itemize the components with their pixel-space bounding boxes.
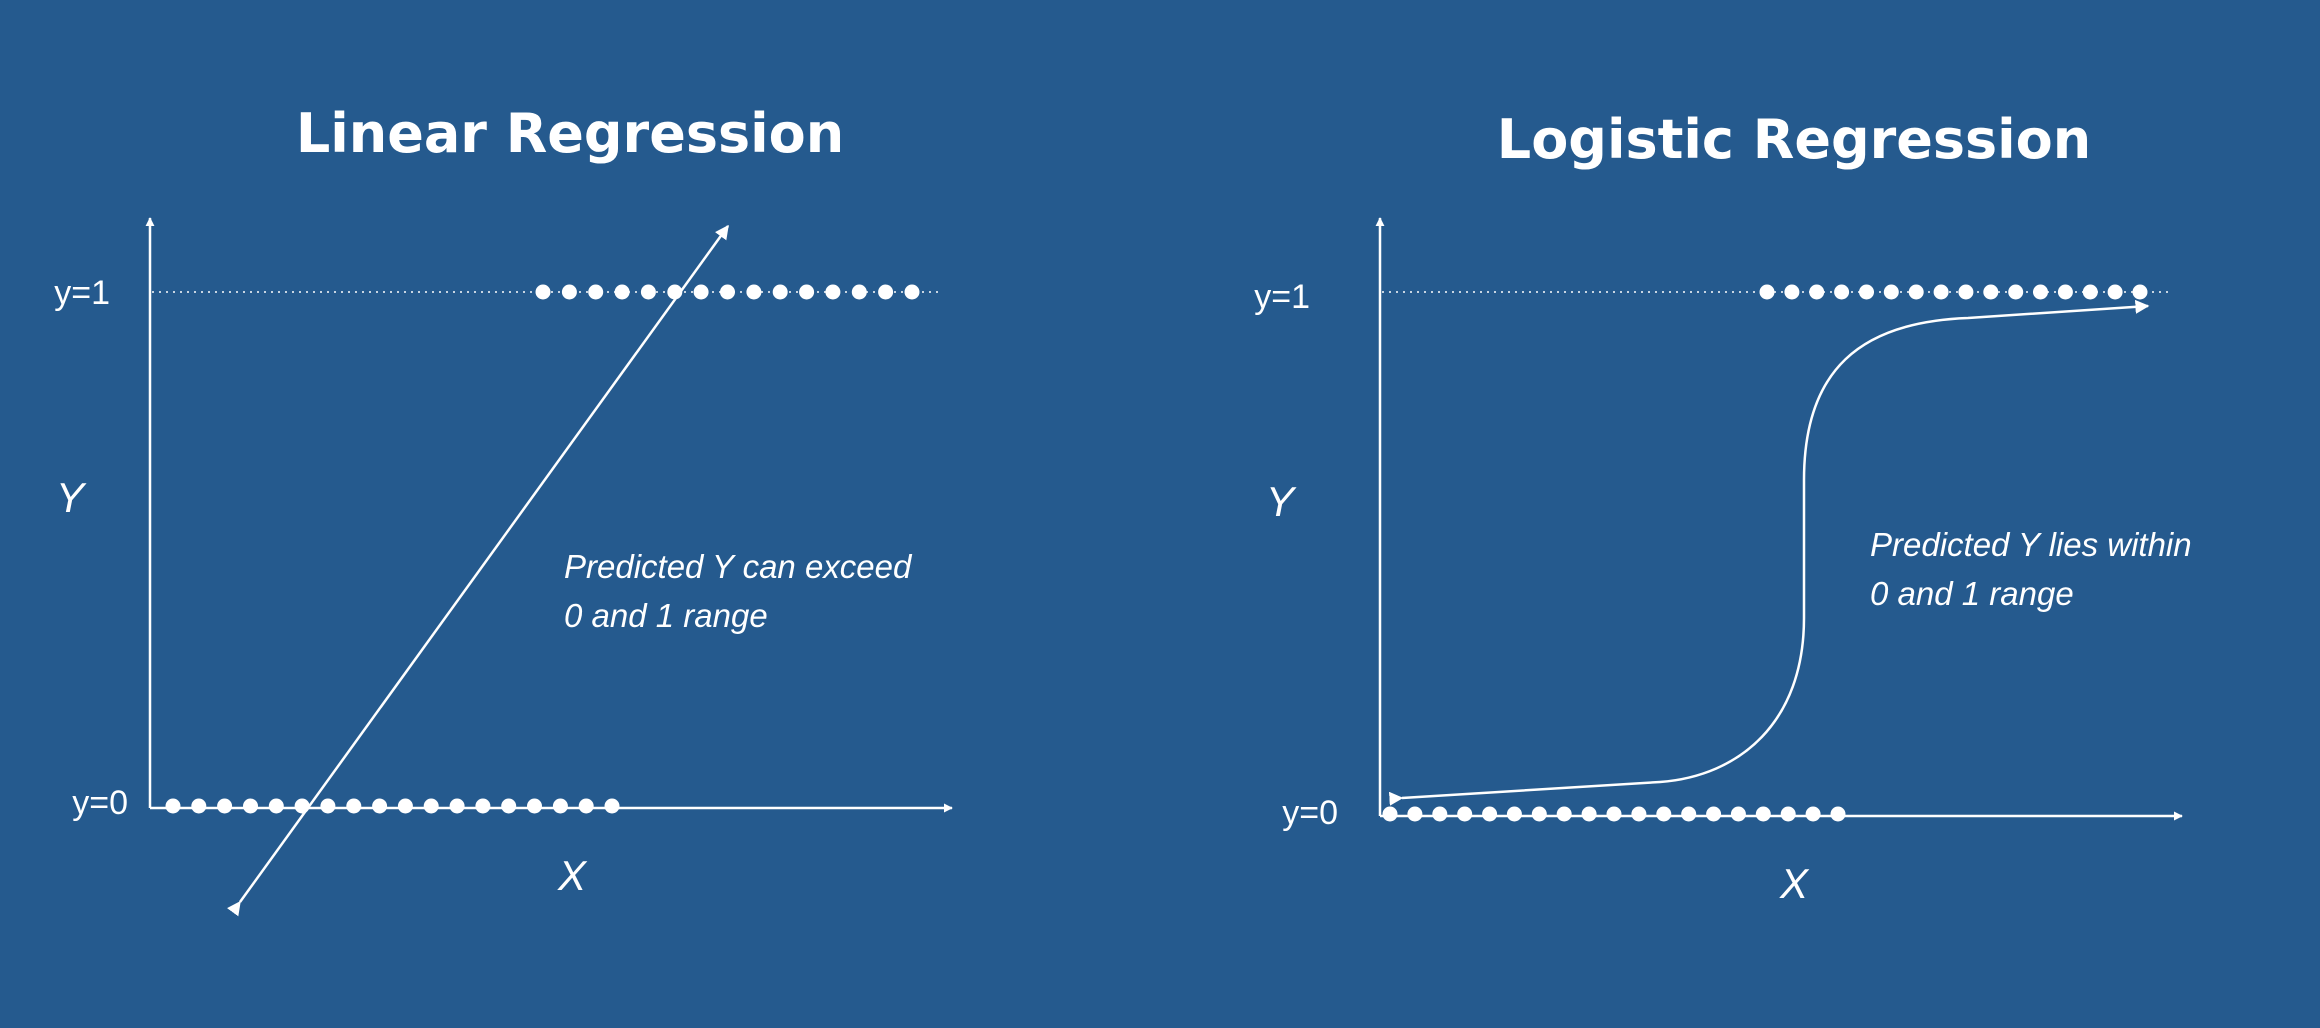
linear-dot-y1 xyxy=(588,284,604,300)
linear-dot-y0 xyxy=(475,798,491,814)
logistic-dot-y0 xyxy=(1556,806,1572,822)
logistic-sigmoid-curve xyxy=(1388,299,2150,806)
linear-dot-y0 xyxy=(294,798,310,814)
linear-dot-y0 xyxy=(501,798,517,814)
logistic-note-line2: 0 and 1 range xyxy=(1870,575,2074,612)
linear-dot-y1 xyxy=(614,284,630,300)
linear-dot-y1 xyxy=(878,284,894,300)
linear-panel: Linear Regression y=1 y=0 Y X Predicted … xyxy=(54,102,953,917)
logistic-dot-y1 xyxy=(1759,284,1775,300)
logistic-dot-y1 xyxy=(1784,284,1800,300)
linear-note-line1: Predicted Y can exceed xyxy=(564,548,913,585)
linear-dot-y1 xyxy=(772,284,788,300)
logistic-dot-y0 xyxy=(1780,806,1796,822)
linear-dot-y0 xyxy=(527,798,542,814)
linear-dot-y1 xyxy=(693,284,709,300)
logistic-dot-y0 xyxy=(1531,806,1547,822)
linear-dot-y0 xyxy=(604,798,620,814)
logistic-y1-label: y=1 xyxy=(1254,278,1310,316)
logistic-dot-y0 xyxy=(1382,806,1398,822)
logistic-dot-y1 xyxy=(2008,284,2024,300)
logistic-dot-y1 xyxy=(1933,284,1949,300)
linear-x-axis-label: X xyxy=(557,852,588,899)
logistic-panel: Logistic Regression y=1 y=0 Y X Predicte… xyxy=(1254,108,2191,907)
linear-dot-y0 xyxy=(165,798,181,814)
logistic-dot-y1 xyxy=(1908,284,1924,300)
logistic-dot-y1 xyxy=(1983,284,1999,300)
logistic-dot-y0 xyxy=(1755,806,1771,822)
logistic-dot-y1 xyxy=(2057,284,2073,300)
logistic-y0-label: y=0 xyxy=(1282,794,1338,832)
linear-dot-y0 xyxy=(449,798,465,814)
linear-dot-y1 xyxy=(640,284,656,300)
linear-dot-y1 xyxy=(535,284,551,300)
logistic-dot-y0 xyxy=(1730,806,1746,822)
linear-dot-y1 xyxy=(746,284,762,300)
logistic-dot-y1 xyxy=(1809,284,1825,300)
linear-note-line2: 0 and 1 range xyxy=(564,597,768,634)
linear-dots-y0 xyxy=(165,798,620,814)
logistic-dot-y1 xyxy=(1958,284,1974,300)
linear-dot-y0 xyxy=(268,798,284,814)
logistic-note-line1: Predicted Y lies within xyxy=(1870,526,2192,563)
logistic-dot-y0 xyxy=(1606,806,1622,822)
logistic-dot-y1 xyxy=(1883,284,1899,300)
logistic-dot-y0 xyxy=(1432,806,1448,822)
linear-dot-y1 xyxy=(904,284,920,300)
linear-dot-y1 xyxy=(799,284,815,300)
linear-dot-y0 xyxy=(552,798,568,814)
linear-dot-y0 xyxy=(243,798,258,814)
logistic-dot-y0 xyxy=(1706,806,1722,822)
linear-dot-y0 xyxy=(397,798,413,814)
logistic-dot-y0 xyxy=(1681,806,1697,822)
logistic-dot-y0 xyxy=(1457,806,1473,822)
logistic-x-axis-label: X xyxy=(1779,860,1810,907)
logistic-dot-y1 xyxy=(1859,284,1874,300)
logistic-dot-y0 xyxy=(1805,806,1821,822)
logistic-dot-y0 xyxy=(1830,806,1846,822)
linear-dot-y0 xyxy=(320,798,336,814)
logistic-dot-y0 xyxy=(1631,806,1647,822)
linear-title: Linear Regression xyxy=(296,102,844,165)
linear-dot-y0 xyxy=(578,798,594,814)
linear-dot-y1 xyxy=(851,284,867,300)
logistic-dot-y1 xyxy=(2107,284,2123,300)
linear-dot-y0 xyxy=(217,798,233,814)
logistic-y-axis-label: Y xyxy=(1266,478,1297,525)
linear-dot-y0 xyxy=(346,798,362,814)
linear-dot-y1 xyxy=(825,284,841,300)
linear-y1-label: y=1 xyxy=(54,274,110,312)
linear-y-axis-label: Y xyxy=(56,474,87,521)
logistic-dot-y1 xyxy=(2132,284,2148,300)
logistic-dot-y1 xyxy=(1834,284,1850,300)
logistic-dots-y1 xyxy=(1759,284,2148,300)
logistic-dot-y0 xyxy=(1506,806,1522,822)
linear-regression-line xyxy=(226,224,730,917)
linear-dots-y1 xyxy=(535,284,920,300)
logistic-dot-y0 xyxy=(1581,806,1597,822)
logistic-dot-y1 xyxy=(2082,284,2098,300)
logistic-dot-y1 xyxy=(2033,284,2048,300)
logistic-dot-y0 xyxy=(1656,806,1672,822)
logistic-title: Logistic Regression xyxy=(1497,108,2091,171)
linear-dot-y1 xyxy=(720,284,735,300)
linear-dot-y0 xyxy=(372,798,388,814)
logistic-dot-y0 xyxy=(1482,806,1498,822)
logistic-dots-y0 xyxy=(1382,806,1846,822)
linear-y0-label: y=0 xyxy=(72,784,128,822)
linear-dot-y0 xyxy=(191,798,207,814)
logistic-dot-y0 xyxy=(1407,806,1423,822)
linear-dot-y1 xyxy=(561,284,577,300)
linear-dot-y0 xyxy=(423,798,439,814)
